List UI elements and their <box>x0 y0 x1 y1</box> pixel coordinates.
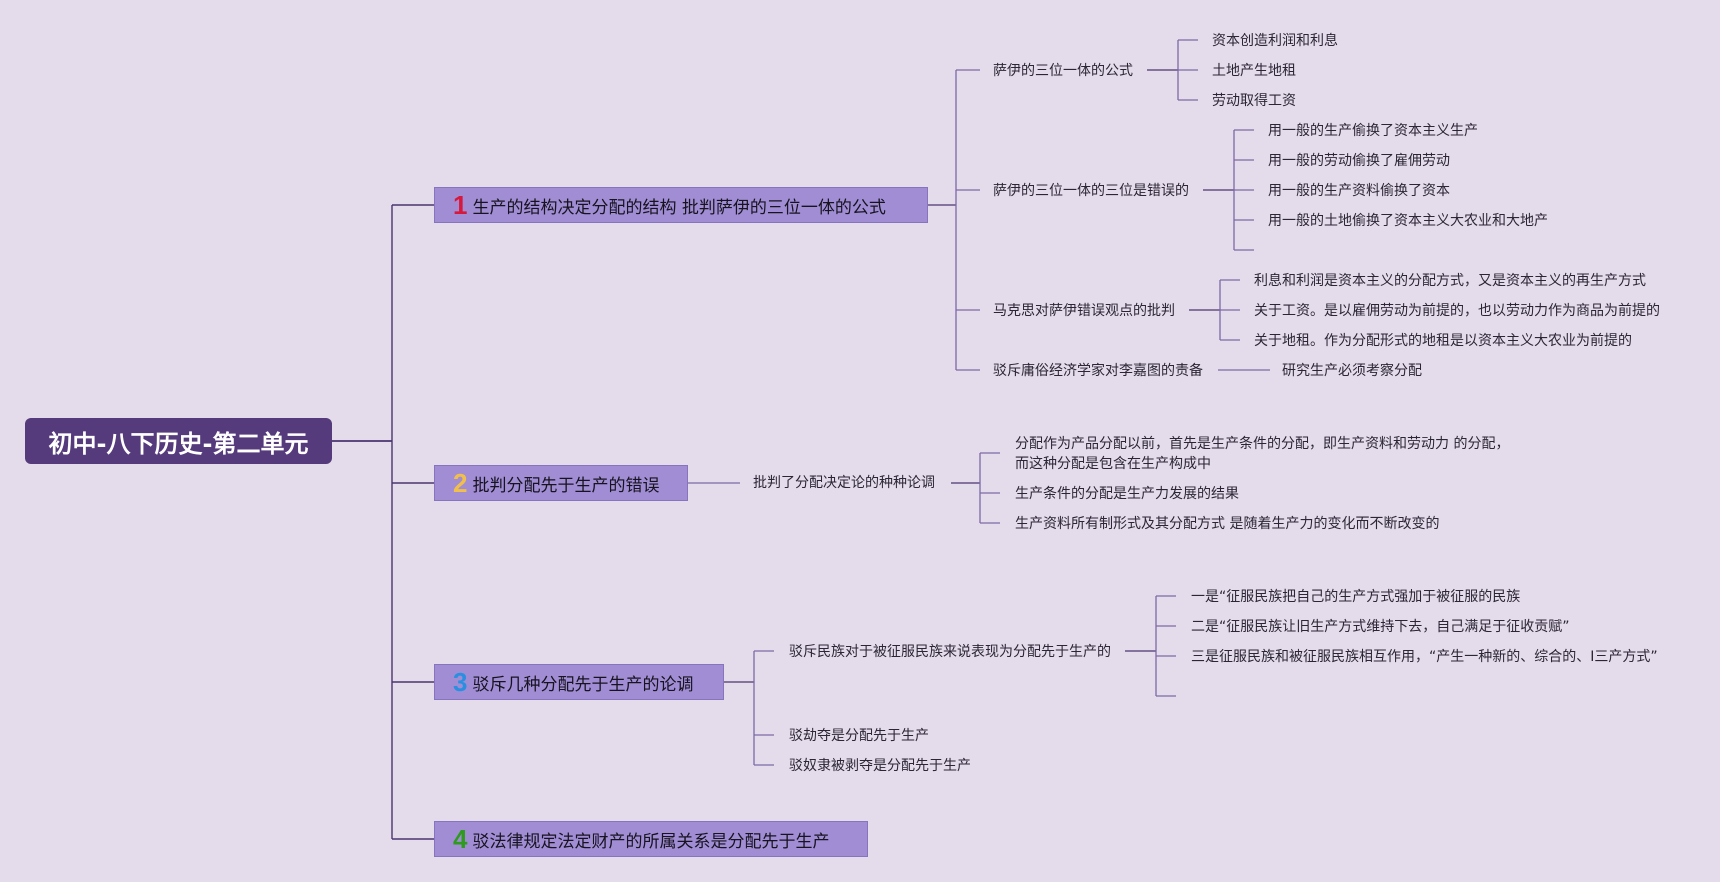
branch-4-number: 4 <box>453 823 468 854</box>
topic-sayi-formula[interactable]: 萨伊的三位一体的公式 <box>993 63 1133 79</box>
leaf-item-continued[interactable]: 而这种分配是包含在生产构成中 <box>1015 456 1211 472</box>
branch-3-title: 驳斥几种分配先于生产的论调 <box>472 674 694 695</box>
branch-2-title: 批判分配先于生产的错误 <box>472 475 660 496</box>
leaf-item[interactable]: 生产资料所有制形式及其分配方式 是随着生产力的变化而不断改变的 <box>1015 516 1440 532</box>
branch-1-number: 1 <box>453 189 468 220</box>
branch-3-node[interactable]: 3 驳斥几种分配先于生产的论调 <box>434 664 724 700</box>
leaf-item[interactable]: 研究生产必须考察分配 <box>1282 363 1422 379</box>
leaf-item[interactable]: 用一般的生产资料偷换了资本 <box>1268 183 1450 199</box>
leaf-item[interactable]: 关于地租。作为分配形式的地租是以资本主义大农业为前提的 <box>1254 333 1632 349</box>
root-node[interactable]: 初中-八下历史-第二单元 <box>25 418 332 464</box>
topic-marx-critique[interactable]: 马克思对萨伊错误观点的批判 <box>993 303 1175 319</box>
branch-1-title: 生产的结构决定分配的结构 批判萨伊的三位一体的公式 <box>472 197 886 218</box>
topic-conquering-nations[interactable]: 驳斥民族对于被征服民族来说表现为分配先于生产的 <box>789 644 1111 660</box>
branch-4-node[interactable]: 4 驳法律规定法定财产的所属关系是分配先于生产 <box>434 821 868 857</box>
leaf-item[interactable]: 土地产生地租 <box>1212 63 1296 79</box>
leaf-item[interactable]: 分配作为产品分配以前，首先是生产条件的分配，即生产资料和劳动力 的分配， <box>1015 436 1510 452</box>
branch-2-number: 2 <box>453 467 468 498</box>
topic-sayi-errors[interactable]: 萨伊的三位一体的三位是错误的 <box>993 183 1189 199</box>
leaf-item[interactable]: 劳动取得工资 <box>1212 93 1296 109</box>
leaf-item[interactable]: 关于工资。是以雇佣劳动为前提的，也以劳动力作为商品为前提的 <box>1254 303 1660 319</box>
branch-4-title: 驳法律规定法定财产的所属关系是分配先于生产 <box>472 831 830 852</box>
topic-plunder[interactable]: 驳劫夺是分配先于生产 <box>789 728 929 744</box>
leaf-item[interactable]: 生产条件的分配是生产力发展的结果 <box>1015 486 1239 502</box>
branch-2-node[interactable]: 2 批判分配先于生产的错误 <box>434 465 688 501</box>
branch-1-node[interactable]: 1 生产的结构决定分配的结构 批判萨伊的三位一体的公式 <box>434 187 928 223</box>
leaf-item[interactable]: 利息和利润是资本主义的分配方式，又是资本主义的再生产方式 <box>1254 273 1646 289</box>
leaf-item[interactable]: 用一般的土地偷换了资本主义大农业和大地产 <box>1268 213 1548 229</box>
leaf-item[interactable]: 二是“征服民族让旧生产方式维持下去，自己满足于征收贡赋” <box>1191 619 1570 635</box>
leaf-item[interactable]: 一是“征服民族把自己的生产方式强加于被征服的民族 <box>1191 589 1521 605</box>
leaf-item[interactable]: 用一般的劳动偷换了雇佣劳动 <box>1268 153 1450 169</box>
topic-slavery[interactable]: 驳奴隶被剥夺是分配先于生产 <box>789 758 971 774</box>
branch-3-number: 3 <box>453 666 468 697</box>
leaf-item[interactable]: 三是征服民族和被征服民族相互作用，“产生一种新的、综合的、I三产方式” <box>1191 649 1658 665</box>
topic-distribution-determinism[interactable]: 批判了分配决定论的种种论调 <box>753 475 935 491</box>
leaf-item[interactable]: 资本创造利润和利息 <box>1212 33 1338 49</box>
topic-vulgar-economists[interactable]: 驳斥庸俗经济学家对李嘉图的责备 <box>993 363 1203 379</box>
leaf-item[interactable]: 用一般的生产偷换了资本主义生产 <box>1268 123 1478 139</box>
